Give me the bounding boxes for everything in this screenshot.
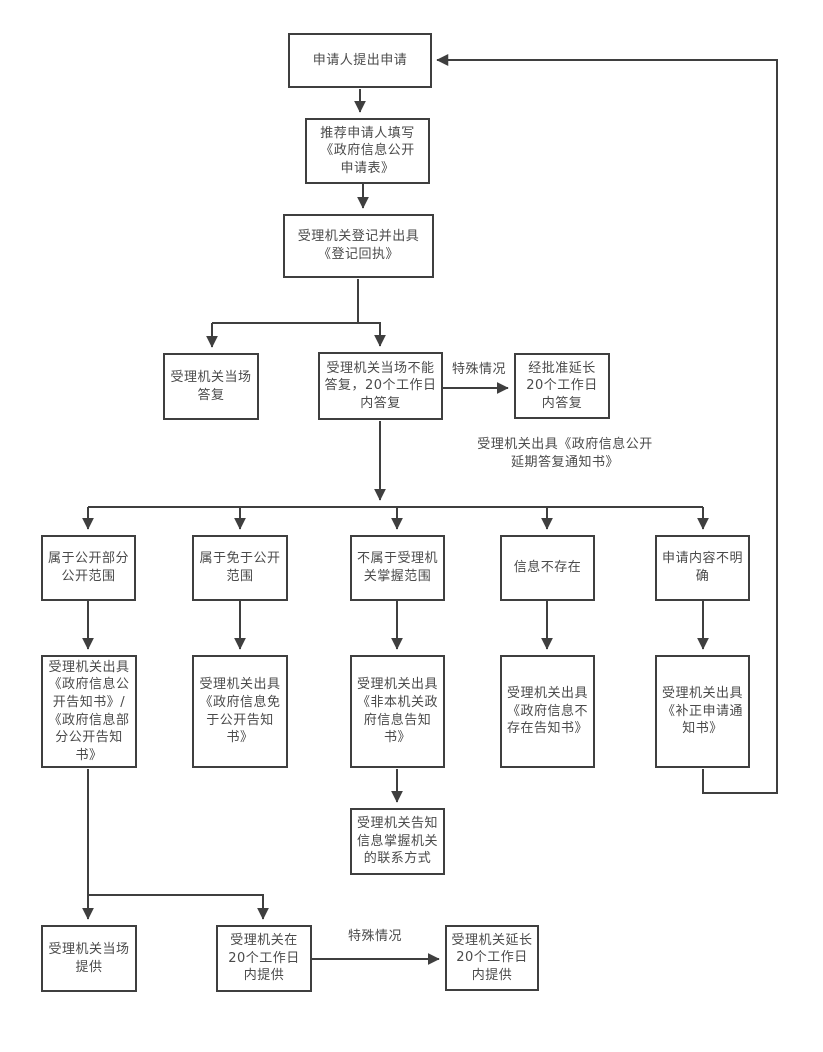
node-fill-application-form: 推荐申请人填写 《政府信息公开 申请表》 [305, 118, 430, 184]
label-special-case-reply: 特殊情况 [452, 362, 507, 377]
node-onspot-provide: 受理机关当场 提供 [41, 925, 137, 992]
node-not-under-authority: 不属于受理机 关掌握范围 [350, 535, 445, 601]
node-notice-other-authority: 受理机关出具 《非本机关政 府信息告知 书》 [350, 655, 445, 768]
label-delay-notice: 受理机关出具《政府信息公开 延期答复通知书》 [477, 437, 653, 471]
node-cannot-onspot-reply: 受理机关当场不能 答复，20个工作日 内答复 [318, 352, 443, 420]
node-content-unclear: 申请内容不明 确 [655, 535, 750, 601]
node-provide-in-20days: 受理机关在 20个工作日 内提供 [216, 925, 312, 992]
label-special-case-provide: 特殊情况 [348, 929, 403, 944]
node-extended-provide: 受理机关延长 20个工作日 内提供 [445, 925, 539, 991]
connector-register-split [212, 279, 381, 324]
node-notice-supplement: 受理机关出具 《补正申请通 知书》 [655, 655, 750, 768]
connector-supplement-loopback [436, 54, 778, 794]
node-info-not-exist: 信息不存在 [500, 535, 595, 601]
node-register-receipt: 受理机关登记并出具 《登记回执》 [283, 214, 434, 278]
node-inform-contact-info: 受理机关告知 信息掌握机关 的联系方式 [350, 808, 445, 875]
connector-provide-split [87, 769, 264, 896]
node-approved-extension-reply: 经批准延长 20个工作日 内答复 [514, 353, 610, 419]
node-partial-public-scope: 属于公开部分 公开范围 [41, 535, 136, 601]
node-exempt-scope: 属于免于公开 范围 [192, 535, 288, 601]
node-onspot-reply: 受理机关当场 答复 [163, 353, 259, 420]
node-notice-public-disclosure: 受理机关出具 《政府信息公 开告知书》/ 《政府信息部 分公开告知 书》 [41, 655, 137, 768]
node-notice-not-exist: 受理机关出具 《政府信息不 存在告知书》 [500, 655, 595, 768]
node-notice-exempt: 受理机关出具 《政府信息免 于公开告知 书》 [192, 655, 288, 768]
node-applicant-submit: 申请人提出申请 [288, 33, 432, 88]
